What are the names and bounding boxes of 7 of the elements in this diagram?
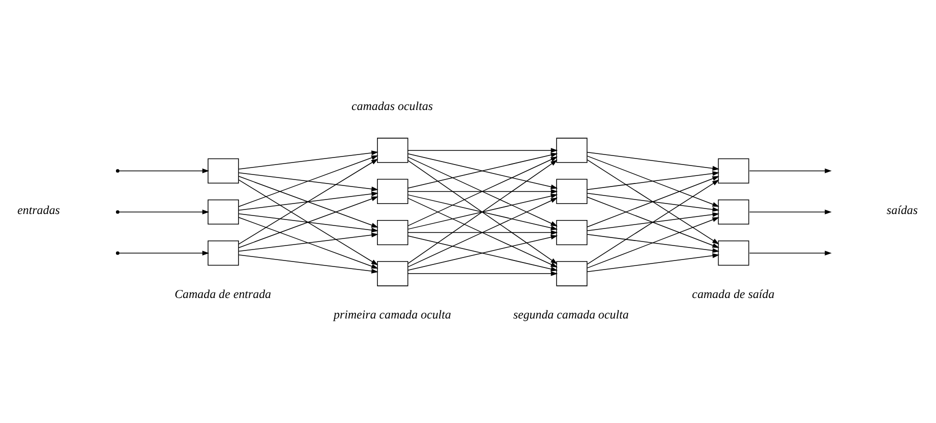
label: Camada de entrada — [174, 286, 272, 300]
label: entradas — [17, 202, 60, 217]
label: primeira camada oculta — [334, 306, 452, 321]
label: camadas ocultas — [352, 98, 433, 112]
label: camada de saída — [692, 286, 774, 300]
label: saídas — [886, 202, 918, 217]
label: segunda camada oculta — [513, 306, 629, 321]
